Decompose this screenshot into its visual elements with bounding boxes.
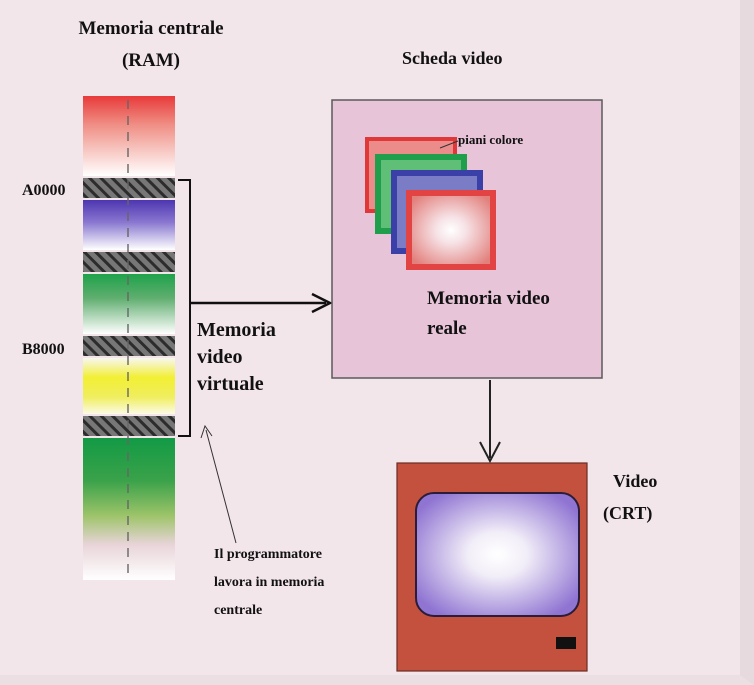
ram-column	[83, 96, 175, 580]
color-planes-label: piani colore	[458, 132, 524, 147]
arrow-to-video-card	[190, 292, 333, 314]
arrow-to-monitor	[479, 380, 501, 464]
ram-title-line2: (RAM)	[121, 50, 181, 71]
color-planes	[365, 137, 496, 270]
ram-title-line1: Memoria centrale	[78, 18, 224, 39]
real-video-memory-line2: reale	[427, 318, 467, 339]
monitor-label-line1: Video	[613, 471, 658, 491]
address-b8000: B8000	[22, 341, 65, 358]
virtual-memory-line1: Memoria	[197, 319, 276, 341]
note-pointer	[200, 424, 237, 544]
programmer-note-line2: lavora in memoria	[214, 575, 325, 590]
virtual-memory-line3: virtuale	[197, 373, 264, 395]
virtual-memory-line2: video	[197, 346, 243, 368]
video-card-title: Scheda video	[402, 48, 503, 68]
programmer-note-line3: centrale	[214, 603, 263, 618]
monitor-label-line2: (CRT)	[603, 503, 653, 523]
address-a0000: A0000	[22, 182, 66, 199]
programmer-note-line1: Il programmatore	[214, 547, 322, 562]
virtual-memory-bracket	[178, 179, 191, 437]
crt-monitor	[396, 462, 588, 672]
real-video-memory-line1: Memoria video	[427, 288, 550, 309]
